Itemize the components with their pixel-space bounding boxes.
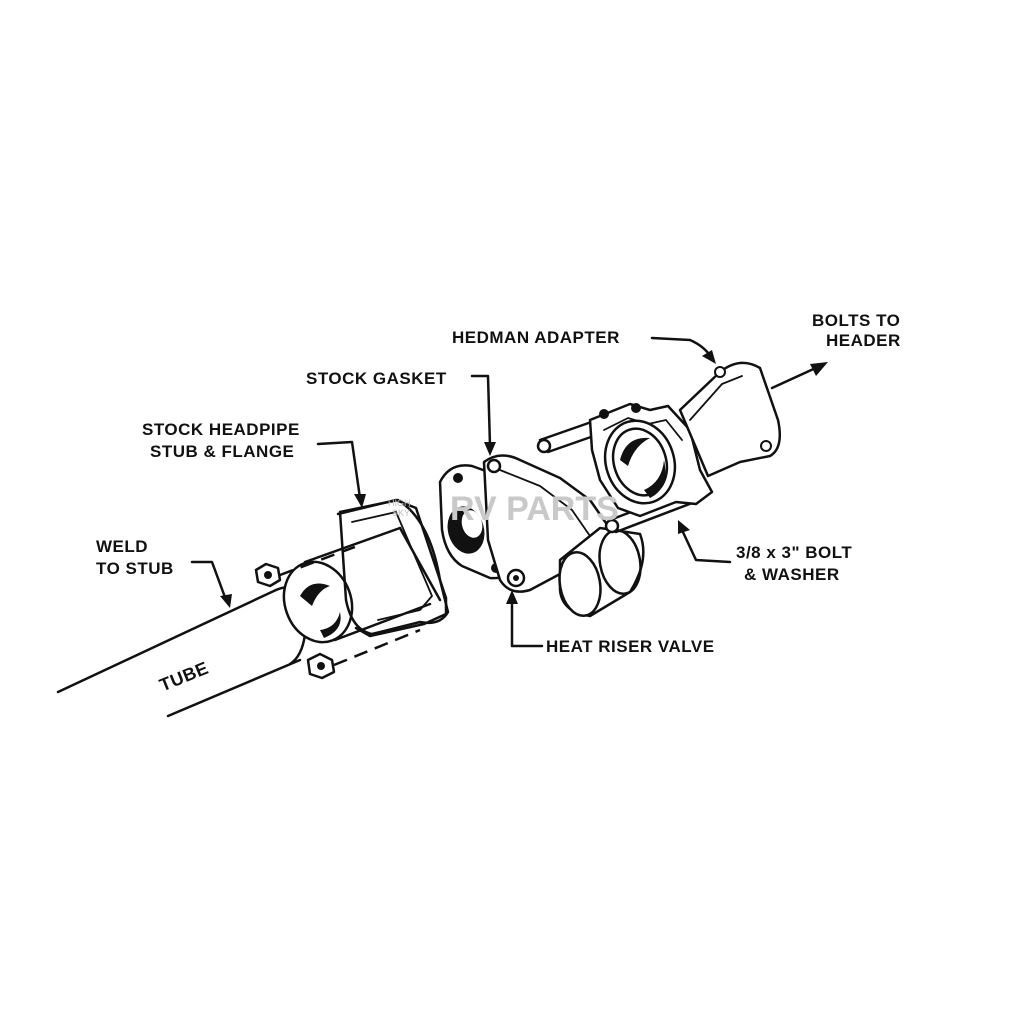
label-heat-riser-valve: HEAT RISER VALVE [546, 637, 715, 656]
label-stock-headpipe-line1: STOCK HEADPIPE [142, 420, 300, 439]
label-bolts-to-header-line2: HEADER [826, 331, 901, 350]
alignment-lines [279, 543, 421, 667]
hedman-adapter-part [536, 361, 781, 534]
headpipe-flange-part [336, 498, 450, 638]
label-hedman-adapter: HEDMAN ADAPTER [452, 328, 620, 347]
watermark: HIGH SKY RV PARTS [388, 490, 619, 528]
label-bolt-line1: 3/8 x 3" BOLT [736, 543, 852, 562]
headpipe-stub-part [282, 526, 432, 644]
watermark-small-top: HIGH [388, 498, 411, 508]
watermark-small-bottom: SKY [392, 508, 410, 518]
leader-lines [190, 336, 732, 648]
nut-upper [254, 562, 282, 588]
label-stock-headpipe-line2: STUB & FLANGE [150, 442, 294, 461]
labels: HEDMAN ADAPTER BOLTS TO HEADER STOCK GAS… [96, 311, 901, 695]
label-weld-line1: WELD [96, 537, 148, 556]
label-bolt-line2: & WASHER [744, 565, 840, 584]
label-weld-line2: TO STUB [96, 559, 174, 578]
bolts-to-header-arrow [770, 362, 828, 390]
label-bolts-to-header-line1: BOLTS TO [812, 311, 900, 330]
nut-lower [306, 652, 336, 680]
label-stock-gasket: STOCK GASKET [306, 369, 447, 388]
watermark-main: RV PARTS [450, 490, 619, 528]
tube-part [56, 586, 308, 740]
heat-riser-valve-part [482, 454, 645, 618]
